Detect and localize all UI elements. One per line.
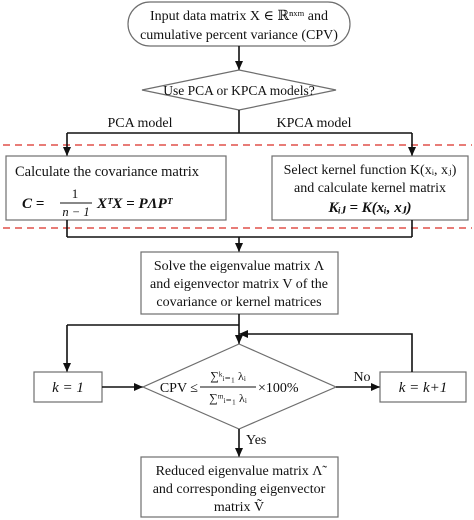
- solve-box-line2: and eigenvector matrix V of the: [150, 277, 328, 292]
- end-box-line1: Reduced eigenvalue matrix Λ̃: [156, 464, 328, 479]
- start-text-line2: cumulative percent variance (CPV): [140, 28, 338, 43]
- solve-box-line1: Solve the eigenvalue matrix Λ: [154, 259, 325, 274]
- k-init-label: k = 1: [52, 380, 84, 396]
- pca-covariance-box: Calculate the covariance matrix C = 1 n …: [5, 155, 227, 221]
- pca-box-title: Calculate the covariance matrix: [15, 164, 200, 180]
- end-box-line3: matrix Ṽ: [214, 498, 264, 515]
- start-text-line1: Input data matrix X ∈ ℝⁿˣᵐ and: [150, 9, 328, 24]
- branch-label-pca: PCA model: [108, 116, 173, 131]
- pca-formula-lhs: C =: [22, 196, 44, 212]
- decision-model-question: Use PCA or KPCA models?: [163, 83, 315, 98]
- solve-box-line3: covariance or kernel matrices: [156, 295, 321, 310]
- kpca-box-line2: and calculate kernel matrix: [294, 181, 446, 196]
- edge-label-no: No: [353, 370, 370, 385]
- cpv-sum-denominator: ∑ᵐᵢ₌₁ λᵢ: [209, 391, 247, 405]
- branch-label-kpca: KPCA model: [276, 116, 351, 131]
- pca-formula-fraction-den: n − 1: [62, 205, 89, 219]
- k-init-box: k = 1: [33, 371, 103, 403]
- cpv-decision: CPV ≤ ∑ᵏᵢ₌₁ λᵢ ∑ᵐᵢ₌₁ λᵢ ×100%: [141, 343, 338, 430]
- pca-formula-rhs: XᵀX = PΛPᵀ: [96, 196, 174, 212]
- k-incr-box: k = k+1: [379, 371, 467, 403]
- kpca-kernel-box: Select kernel function K(xᵢ, xⱼ) and cal…: [271, 155, 469, 221]
- loop-back-path: [239, 330, 413, 372]
- k-incr-label: k = k+1: [399, 380, 448, 396]
- cpv-sum-numerator: ∑ᵏᵢ₌₁ λᵢ: [210, 369, 246, 383]
- solve-eigen-box: Solve the eigenvalue matrix Λ and eigenv…: [140, 251, 339, 315]
- reduced-eigen-box: Reduced eigenvalue matrix Λ̃ and corresp…: [140, 456, 339, 518]
- edge-label-yes: Yes: [246, 433, 266, 448]
- kpca-box-line1: Select kernel function K(xᵢ, xⱼ): [284, 163, 457, 178]
- cpv-lhs: CPV ≤: [160, 381, 198, 396]
- decision-model-type: Use PCA or KPCA models?: [141, 69, 337, 111]
- kpca-box-formula: Kᵢⱼ = K(xᵢ, xⱼ): [327, 200, 411, 216]
- end-box-line2: and corresponding eigenvector: [153, 482, 326, 497]
- pca-formula-fraction-num: 1: [72, 186, 79, 201]
- start-terminal: Input data matrix X ∈ ℝⁿˣᵐ and cumulativ…: [127, 1, 351, 47]
- cpv-rhs: ×100%: [258, 381, 299, 396]
